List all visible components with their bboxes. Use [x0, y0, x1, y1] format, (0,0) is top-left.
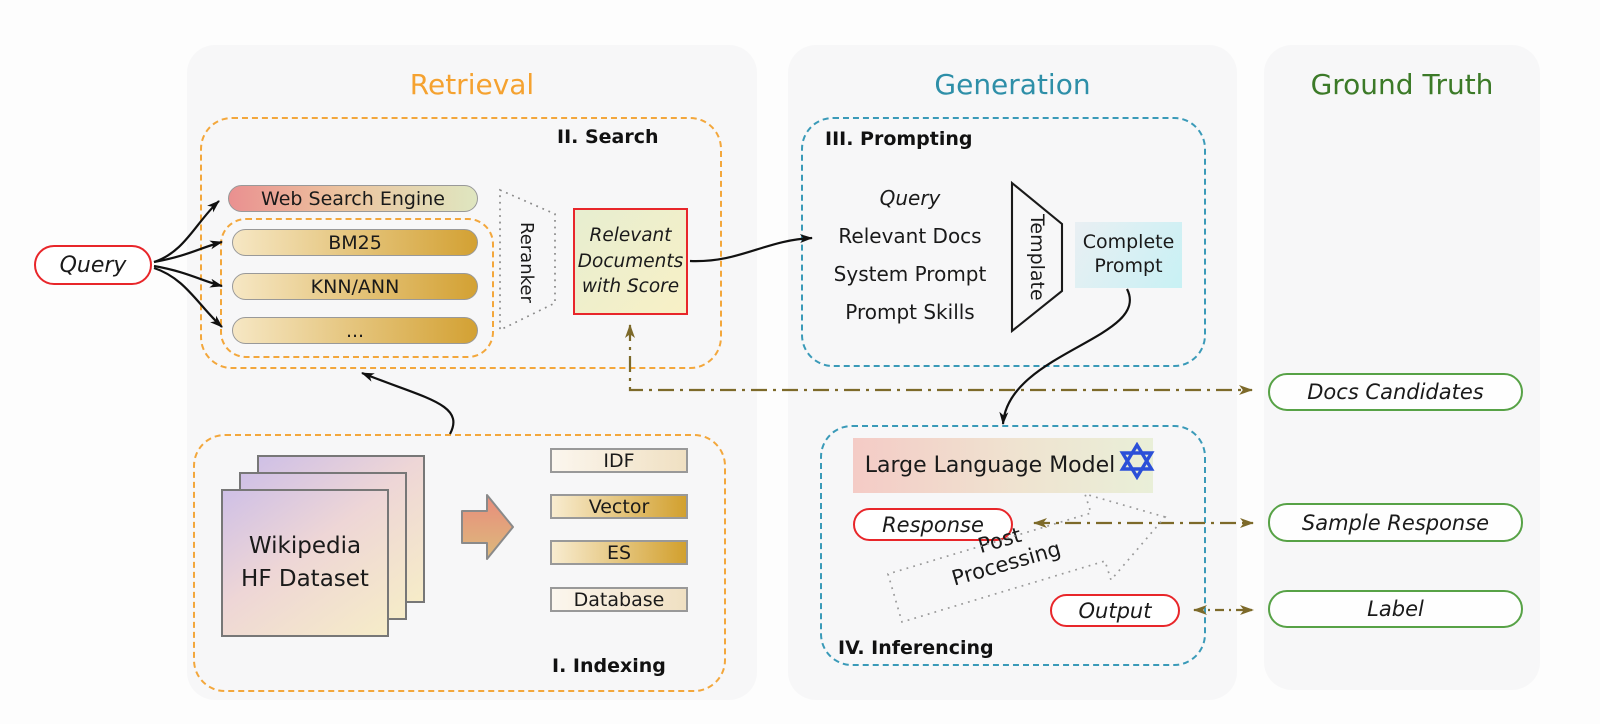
engine-web-search: Web Search Engine — [228, 185, 478, 212]
prompting-item-prompt-skills: Prompt Skills — [845, 300, 975, 324]
engine-ellipsis: ... — [232, 317, 478, 344]
ground-truth-panel — [1264, 45, 1540, 690]
generation-title: Generation — [934, 68, 1091, 101]
index-database-label: Database — [573, 588, 665, 611]
engine-bm25: BM25 — [232, 229, 478, 256]
ground-truth-title: Ground Truth — [1310, 68, 1494, 101]
index-idf: IDF — [550, 448, 688, 473]
response-node-label: Response — [882, 512, 984, 537]
indexing-box-label: I. Indexing — [552, 655, 666, 677]
prompting-item-query: Query — [879, 186, 941, 210]
complete-prompt-line1: Complete — [1082, 231, 1175, 254]
relevant-documents-line3: with Score — [581, 276, 680, 298]
llm-node-label: Large Language Model — [864, 453, 1116, 478]
relevant-documents-line2: Documents — [577, 250, 684, 272]
engine-web-search-label: Web Search Engine — [261, 187, 445, 210]
complete-prompt-line2: Prompt — [1094, 255, 1163, 277]
prompting-item-relevant-docs: Relevant Docs — [838, 224, 982, 248]
engine-knn-ann: KNN/ANN — [232, 273, 478, 300]
engine-bm25-label: BM25 — [328, 231, 382, 254]
prompting-box-label: III. Prompting — [825, 128, 973, 150]
sample-response-node: Sample Response — [1268, 503, 1523, 542]
dataset-label: Wikipedia HF Dataset — [221, 489, 389, 637]
dataset-page-front — [221, 489, 389, 637]
index-idf-label: IDF — [603, 449, 635, 472]
engine-knn-ann-label: KNN/ANN — [310, 275, 400, 298]
dataset-label-line1: Wikipedia — [248, 532, 362, 559]
sample-response-label: Sample Response — [1301, 510, 1490, 535]
dataset-label-line2: HF Dataset — [241, 566, 369, 592]
reranker-label: Reranker — [516, 221, 537, 303]
index-vector: Vector — [550, 494, 688, 519]
index-vector-label: Vector — [588, 495, 650, 518]
index-database: Database — [550, 587, 688, 612]
query-node-label: Query — [59, 252, 127, 278]
retrieval-title: Retrieval — [409, 68, 535, 101]
label-node-label: Label — [1367, 597, 1424, 621]
llm-node: Large Language Model — [853, 438, 1153, 493]
engine-ellipsis-label: ... — [345, 319, 365, 342]
search-box-label: II. Search — [557, 126, 659, 148]
inferencing-box-label: IV. Inferencing — [838, 637, 994, 659]
docs-candidates-node: Docs Candidates — [1268, 373, 1523, 411]
output-node-label: Output — [1078, 598, 1152, 623]
relevant-documents-line1: Relevant — [589, 224, 672, 246]
complete-prompt-node: Complete Prompt — [1075, 222, 1182, 288]
indexing-box — [193, 434, 726, 692]
output-node: Output — [1050, 594, 1180, 627]
prompting-item-system-prompt: System Prompt — [833, 262, 987, 286]
inferencing-box — [820, 425, 1206, 666]
query-node: Query — [34, 245, 152, 285]
index-es: ES — [550, 540, 688, 565]
index-es-label: ES — [606, 541, 632, 564]
docs-candidates-label: Docs Candidates — [1307, 380, 1484, 404]
template-label: Template — [1026, 214, 1048, 301]
label-node: Label — [1268, 590, 1523, 628]
relevant-documents-node: Relevant Documents with Score — [573, 208, 688, 315]
